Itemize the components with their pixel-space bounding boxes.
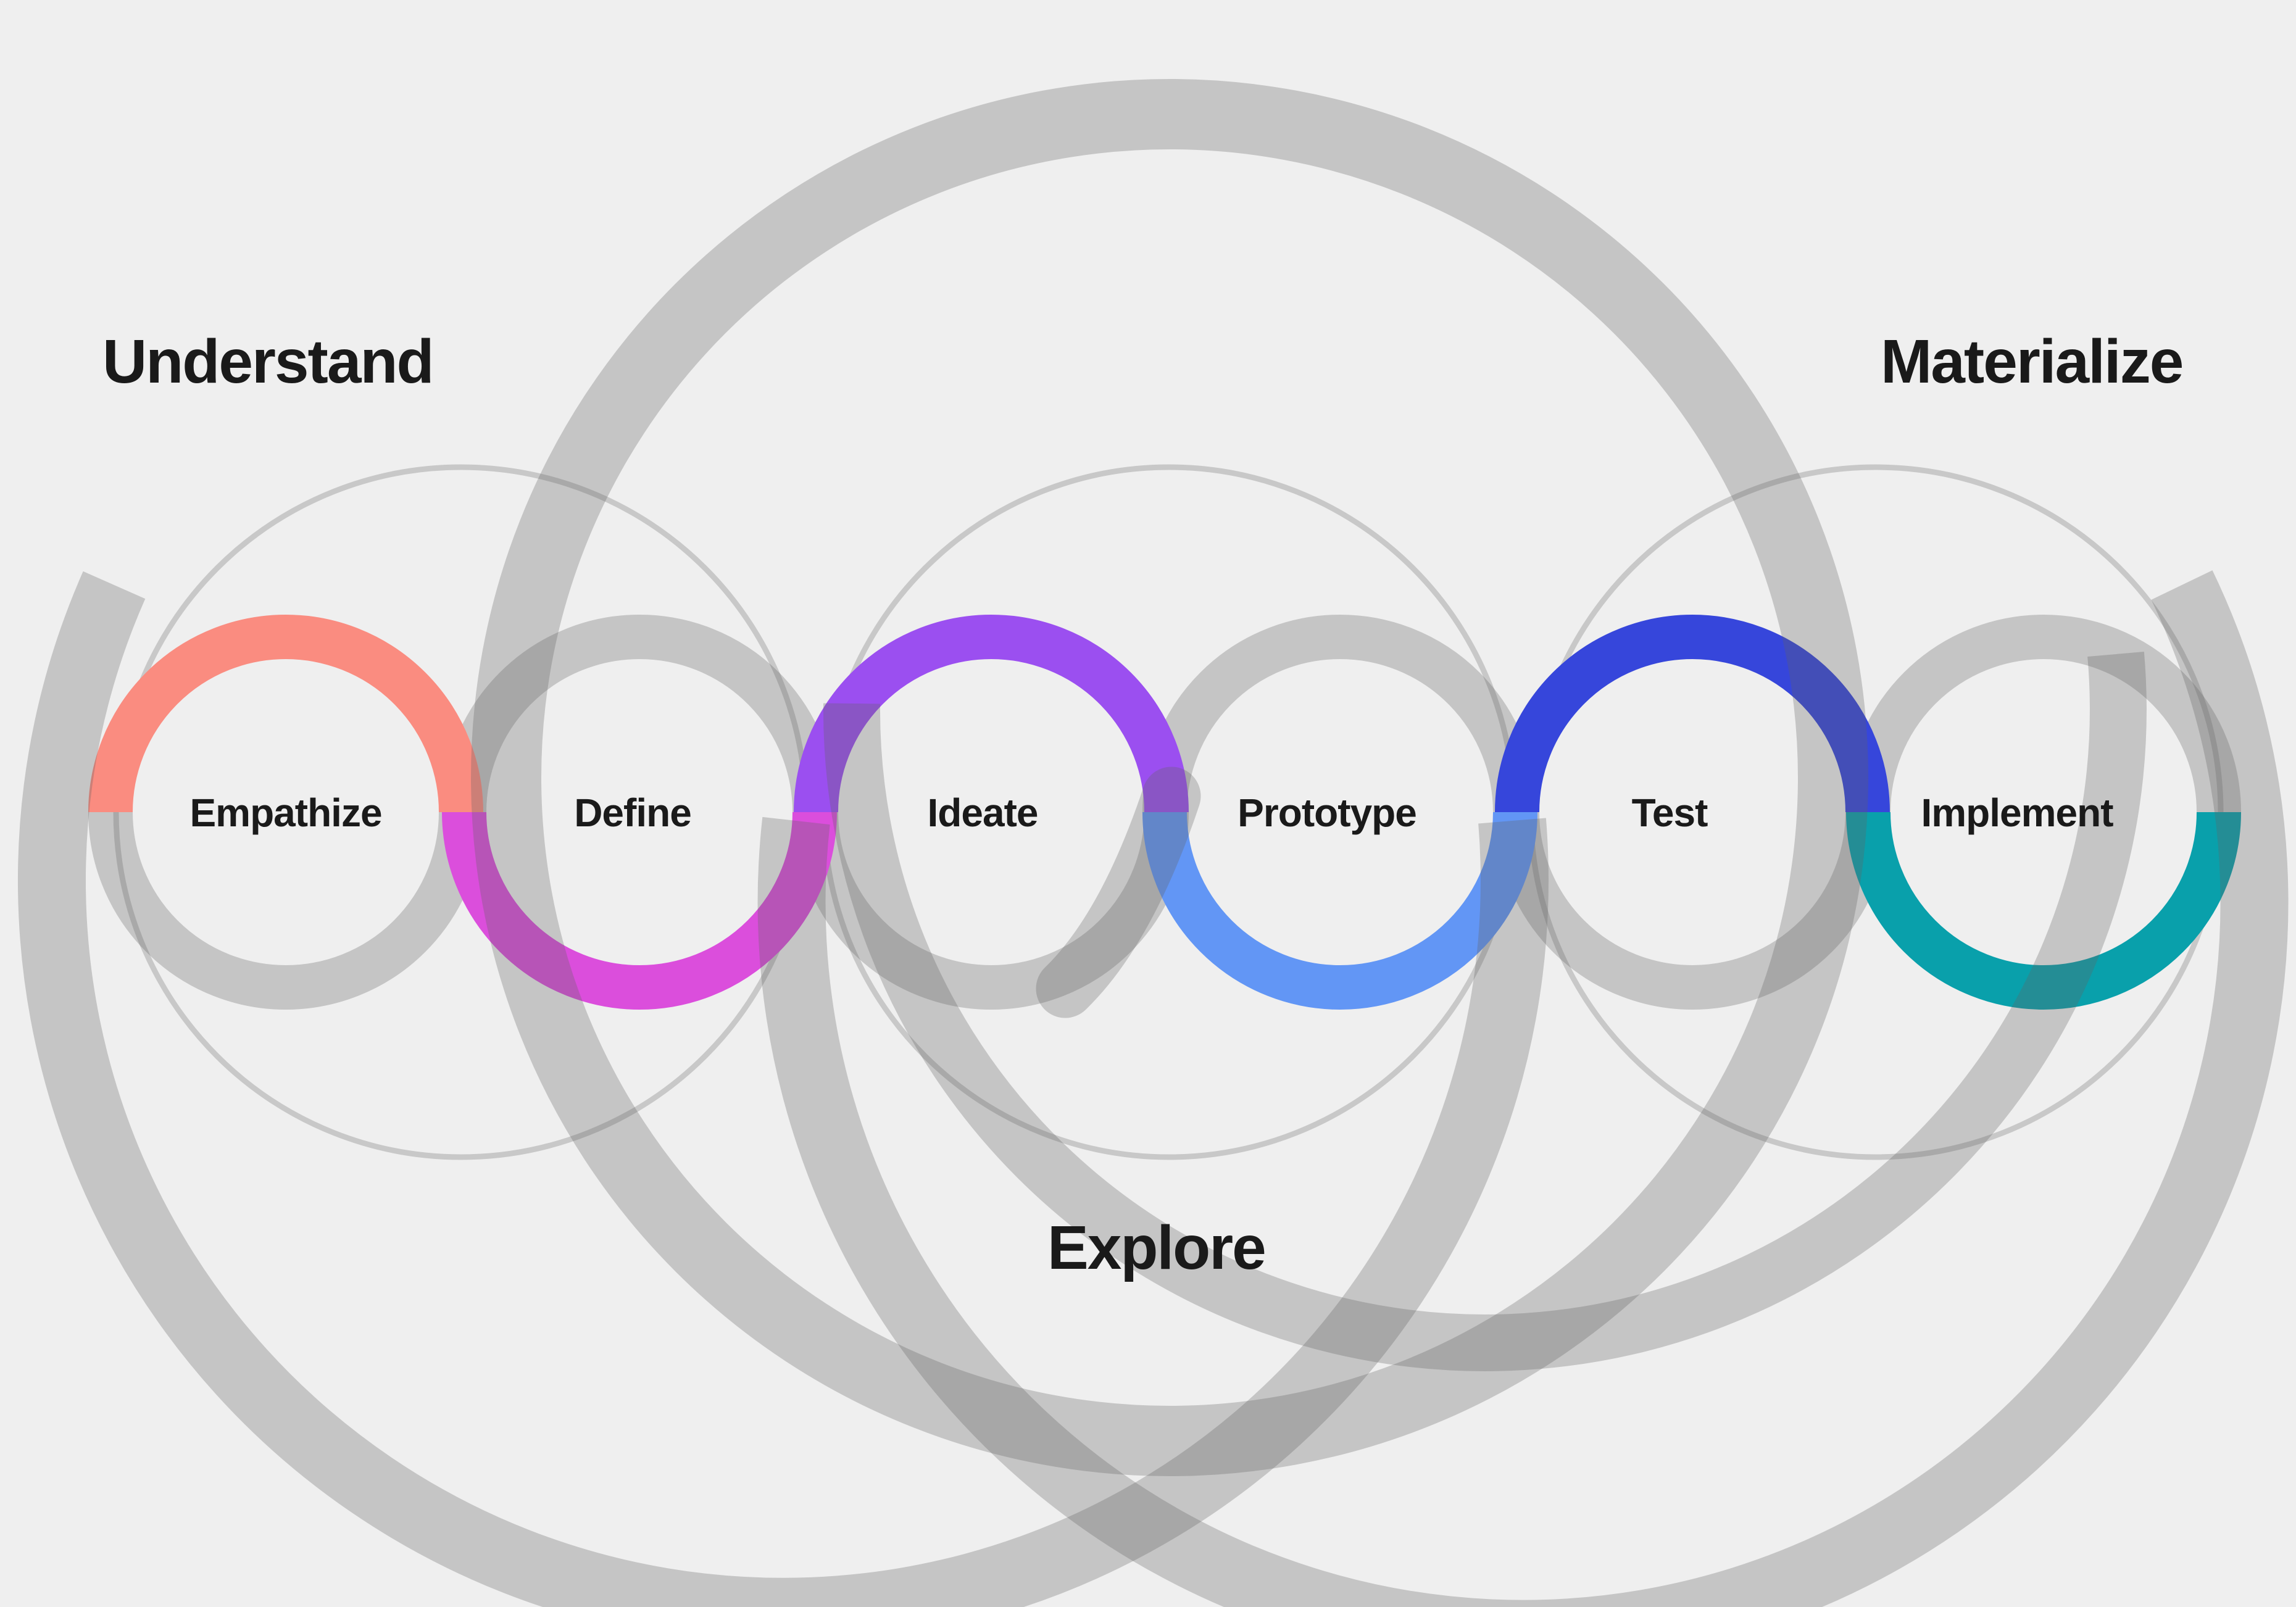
understand-label: Understand [102, 327, 433, 396]
left-bottom-swoosh [17, 571, 1549, 1607]
empathize-label: Empathize [189, 791, 381, 835]
ideate-arc [794, 615, 1189, 813]
prototype-arc [1142, 812, 1537, 1010]
process-ribbon [88, 615, 2241, 1010]
materialize-label: Materialize [1881, 327, 2182, 396]
implement-label: Implement [1921, 791, 2113, 835]
test-label: Test [1632, 791, 1708, 835]
define-label: Define [574, 791, 691, 835]
test-arc [1495, 615, 1890, 813]
define-arc [442, 812, 837, 1010]
right-bottom-swoosh [757, 570, 2289, 1607]
implement-loop-gray [1846, 615, 2241, 813]
empathize-arc [88, 615, 483, 813]
big-cycle-circle [471, 79, 1868, 1476]
implement-arc [1846, 812, 2241, 1010]
prototype-label: Prototype [1237, 791, 1416, 835]
ideate-loop-gray [794, 812, 1189, 1010]
loop-gray-halves [88, 615, 2241, 1010]
define-loop-gray [442, 615, 837, 813]
explore-label: Explore [1047, 1213, 1265, 1282]
phase-labels: Understand Explore Materialize [102, 327, 2184, 1282]
stage-labels: Empathize Define Ideate Prototype Test I… [189, 791, 2114, 835]
empathize-loop-gray [88, 812, 483, 1010]
test-loop-gray [1495, 812, 1890, 1010]
prototype-loop-gray [1142, 615, 1537, 813]
center-curl-hook [1036, 766, 1201, 1018]
inner-loop-swoosh [823, 652, 2147, 1371]
iteration-swooshes [17, 79, 2289, 1607]
ideate-label: Ideate [928, 791, 1038, 835]
